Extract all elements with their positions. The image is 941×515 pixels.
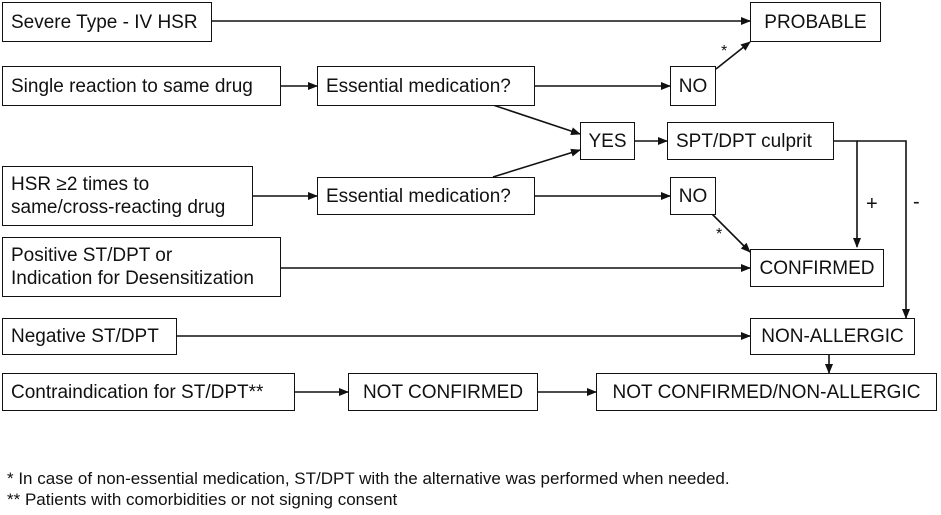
spt-dpt-culprit-box: SPT/DPT culprit: [667, 122, 834, 160]
hsr-line-2: same/cross-reacting drug: [11, 197, 226, 218]
arrow-culprit-to-nonallergic: [857, 140, 910, 319]
minus-label: -: [913, 191, 920, 213]
severe-hsr-box: Severe Type - IV HSR: [2, 2, 212, 42]
yes-box: YES: [580, 122, 635, 160]
essential-medication-box-2: Essential medication?: [317, 177, 535, 215]
arrow-culprit-to-confirmed: [834, 140, 861, 248]
arrow-essential2-to-yes: [492, 148, 581, 178]
asterisk-label-bottom: *: [716, 226, 723, 243]
arrow-essential1-to-yes: [492, 104, 581, 135]
probable-box: PROBABLE: [750, 2, 881, 42]
positive-st-dpt-box: Positive ST/DPT or Indication for Desens…: [2, 237, 281, 297]
arrow-no1-to-probable: [715, 41, 751, 70]
not-confirmed-box: NOT CONFIRMED: [348, 373, 538, 411]
footnote-1: * In case of non-essential medication, S…: [7, 469, 730, 488]
confirmed-box: CONFIRMED: [750, 249, 884, 287]
arrow-no2-to-confirmed: [711, 213, 751, 253]
plus-label: +: [866, 193, 878, 215]
footnote-2: ** Patients with comorbidities or not si…: [7, 490, 398, 509]
asterisk-label-top: *: [721, 43, 728, 60]
no-box-2: NO: [670, 177, 716, 215]
hsr-multiple-box: HSR ≥2 times to same/cross-reacting drug: [2, 166, 253, 226]
not-confirmed-non-allergic-box: NOT CONFIRMED/NON-ALLERGIC: [596, 373, 937, 411]
single-reaction-box: Single reaction to same drug: [2, 66, 281, 106]
non-allergic-box: NON-ALLERGIC: [750, 318, 915, 355]
contraindication-box: Contraindication for ST/DPT**: [2, 373, 295, 411]
negative-st-dpt-box: Negative ST/DPT: [2, 318, 177, 355]
no-box-1: NO: [670, 66, 716, 106]
positive-line-2: Indication for Desensitization: [11, 268, 254, 289]
hsr-line-1: HSR ≥2 times to: [11, 174, 150, 195]
positive-line-1: Positive ST/DPT or: [11, 245, 173, 266]
essential-medication-box-1: Essential medication?: [317, 66, 535, 106]
